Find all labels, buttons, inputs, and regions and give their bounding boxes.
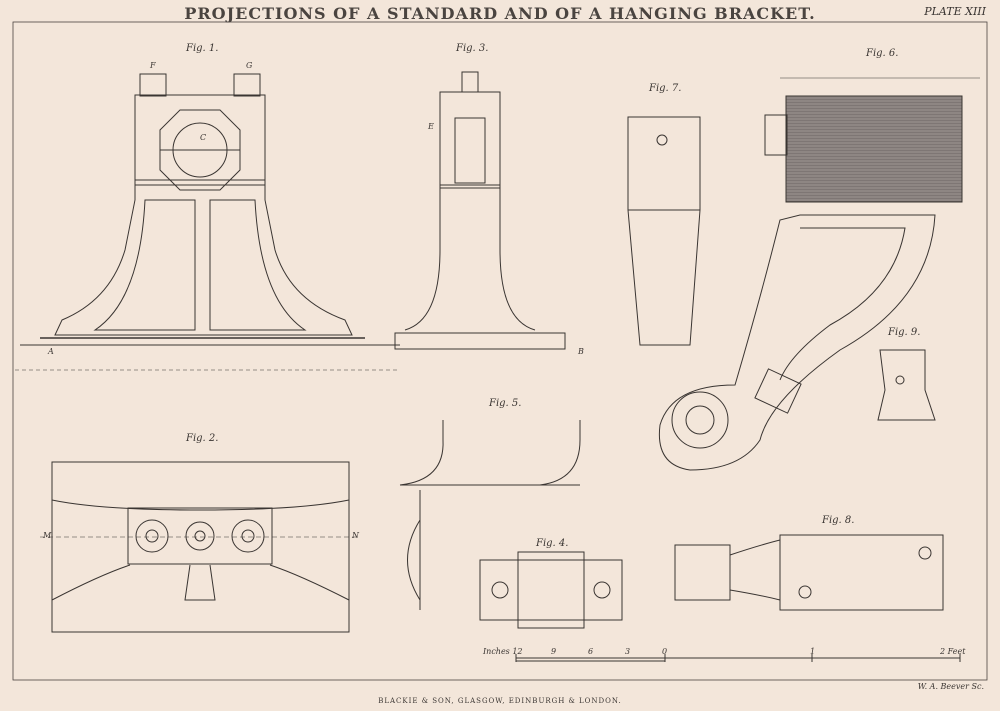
scale-tick-1: 1 — [810, 647, 816, 656]
fig1-caption: Fig. 1. — [186, 43, 219, 54]
fig9-drawing — [877, 349, 936, 421]
fig9-caption: Fig. 9. — [888, 327, 921, 338]
fig2-nut-c — [185, 521, 215, 551]
fig6-beam-shaded — [785, 95, 963, 203]
fig2-bearing-block — [127, 507, 273, 565]
scale-tick-2: 2 Feet — [940, 647, 966, 656]
fig4-drawing — [479, 551, 623, 629]
fig3-upper — [439, 91, 501, 189]
fig6-bearing-circle — [671, 391, 729, 449]
fig8-drawing — [674, 534, 944, 611]
fig1-drawing — [15, 73, 400, 371]
fig3-caption: Fig. 3. — [456, 43, 489, 54]
label-g: G — [246, 61, 253, 70]
plate-number: PLATE XIII — [924, 5, 986, 18]
fig1-inner-right — [209, 199, 307, 331]
label-a: A — [48, 347, 54, 356]
fig1-nut-left — [139, 73, 167, 97]
fig2-nut-f — [135, 519, 169, 553]
publisher-credit: BLACKIE & SON, GLASGOW, EDINBURGH & LOND… — [378, 697, 622, 705]
fig7-outline — [627, 116, 701, 346]
fig8-block — [779, 534, 944, 611]
fig1-outline — [54, 179, 353, 336]
scale-tick-0: 0 — [662, 647, 668, 656]
label-c: C — [200, 133, 207, 142]
fig2-caption: Fig. 2. — [186, 433, 219, 444]
fig1-nut-right — [233, 73, 261, 97]
fig4-caption: Fig. 4. — [536, 538, 569, 549]
fig1-top-block — [134, 94, 266, 186]
fig1-inner-left — [93, 199, 196, 331]
scale-tick-3: 3 — [625, 647, 631, 656]
fig2-drawing — [40, 461, 360, 633]
label-e: E — [428, 122, 434, 131]
engraver-credit: W. A. Beever Sc. — [917, 682, 984, 691]
scale-bar — [515, 654, 961, 662]
scale-tick-6: 6 — [588, 647, 594, 656]
fig7-caption: Fig. 7. — [649, 83, 682, 94]
label-f: F — [150, 61, 156, 70]
label-n: N — [352, 531, 359, 540]
scale-tick-9: 9 — [551, 647, 557, 656]
fig8-caption: Fig. 8. — [822, 515, 855, 526]
fig4-outline — [479, 559, 623, 621]
scale-inches-label: Inches 12 — [483, 647, 523, 656]
fig1-bearing-octagon — [159, 109, 241, 191]
fig6-caption: Fig. 6. — [866, 48, 899, 59]
fig7-drawing — [627, 116, 701, 346]
fig5-curve-lower — [407, 519, 421, 601]
plate-title: PROJECTIONS OF A STANDARD AND OF A HANGI… — [184, 4, 816, 23]
fig5-caption: Fig. 5. — [489, 398, 522, 409]
fig9-outline — [877, 349, 936, 421]
fig5-drawing — [399, 420, 581, 610]
fig3-outline — [404, 184, 536, 331]
label-m: M — [43, 531, 52, 540]
label-b: B — [578, 347, 584, 356]
fig2-nut-g — [231, 519, 265, 553]
fig6-bracket-arm — [658, 214, 936, 471]
fig6-drawing — [658, 77, 980, 471]
plate-border — [12, 21, 988, 681]
fig5-curve-top — [399, 420, 444, 486]
fig2-outline — [51, 461, 350, 633]
fig3-drawing — [394, 71, 566, 350]
